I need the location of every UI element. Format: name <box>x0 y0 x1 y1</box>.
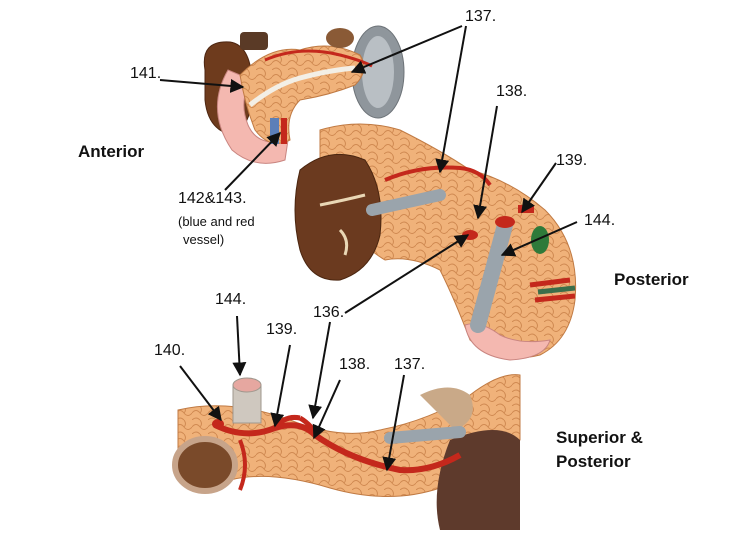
arrow-139-top <box>521 162 557 214</box>
view-label-superior-posterior-line1: Superior & <box>556 428 643 447</box>
arrow-144-bottom <box>232 315 247 377</box>
label-140: 140. <box>154 342 186 359</box>
anterior-view-model <box>203 25 405 164</box>
superior-posterior-view-model <box>172 374 521 530</box>
label-144-bottom: 144. <box>215 291 247 308</box>
arrow-138-top <box>473 105 498 220</box>
arrow-137-bottom <box>382 374 405 472</box>
view-label-superior-posterior-line2: Posterior <box>556 452 631 471</box>
posterior-view-model <box>294 123 577 361</box>
label-141: 141. <box>130 65 162 82</box>
duodenum <box>217 69 289 164</box>
label-139-top: 139. <box>556 152 588 169</box>
label-138-bottom: 138. <box>339 356 371 373</box>
arrow-141 <box>159 78 245 93</box>
arrow-137-top-b <box>435 25 467 174</box>
label-142-143: 142&143. <box>178 190 247 207</box>
view-label-anterior: Anterior <box>78 142 145 161</box>
label-144-right: 144. <box>584 212 616 229</box>
arrow-137-top-a <box>350 25 463 74</box>
label-136: 136. <box>313 304 345 321</box>
arrows <box>159 25 578 472</box>
view-label-posterior: Posterior <box>614 270 689 289</box>
arrow-142-143 <box>224 131 281 191</box>
spleen-posterior <box>294 153 382 281</box>
arrow-136 <box>344 234 470 314</box>
label-139-bottom: 139. <box>266 321 298 338</box>
label-142-note-line2: vessel) <box>183 232 225 247</box>
label-142-note-line1: (blue and red <box>178 214 255 229</box>
label-138-top: 138. <box>496 83 528 100</box>
arrow-140 <box>179 365 222 422</box>
arrow-138-bottom <box>312 379 341 440</box>
label-137-bottom: 137. <box>394 356 426 373</box>
arrow-139-bottom <box>270 344 291 428</box>
arrow-136-bottom <box>308 321 331 420</box>
duodenum-end <box>172 436 238 494</box>
label-137-top: 137. <box>465 8 497 25</box>
arrow-144-right <box>500 221 578 257</box>
